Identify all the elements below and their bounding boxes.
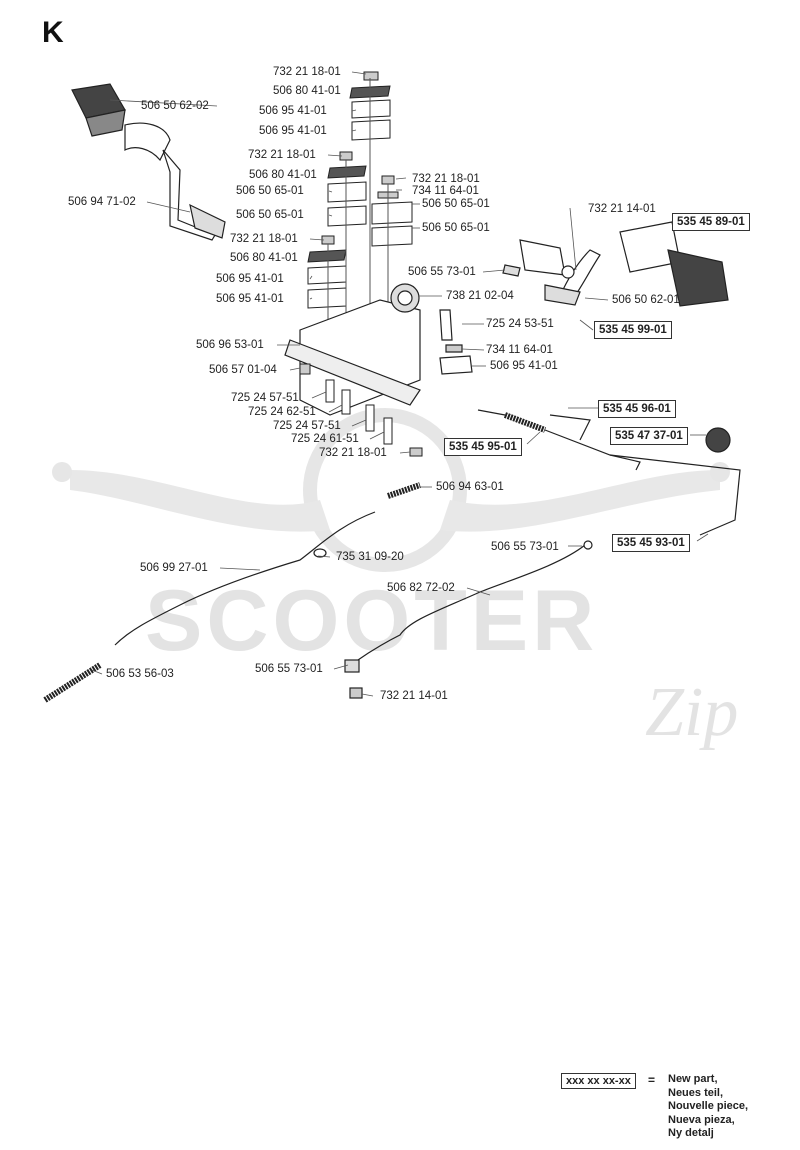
watermark-wing-left — [70, 470, 330, 532]
part-label[interactable]: 506 95 41-01 — [216, 293, 284, 305]
part-label[interactable]: 506 55 73-01 — [408, 266, 476, 278]
legend-text: New part, Neues teil, Nouvelle piece, Nu… — [668, 1073, 748, 1141]
part-label[interactable]: 725 24 57-51 — [231, 392, 299, 404]
part-label[interactable]: 725 24 53-51 — [486, 318, 554, 330]
watermark-brand: SCOOTER — [145, 573, 598, 669]
right-pedal — [502, 221, 729, 307]
part-label[interactable]: 732 21 18-01 — [319, 447, 387, 459]
legend-line-de: Neues teil, — [668, 1086, 724, 1099]
part-label[interactable]: 506 95 41-01 — [490, 360, 558, 372]
rod-assembly — [477, 409, 741, 536]
watermark-emblem — [303, 408, 467, 572]
watermark-wing-right — [440, 470, 720, 532]
part-label[interactable]: 732 21 18-01 — [230, 233, 298, 245]
new-part-label[interactable]: 535 45 93-01 — [612, 534, 690, 552]
watermark-script: Zip — [645, 674, 738, 751]
part-label[interactable]: 506 57 01-04 — [209, 364, 277, 376]
part-label[interactable]: 506 95 41-01 — [216, 273, 284, 285]
part-label[interactable]: 506 96 53-01 — [196, 339, 264, 351]
legend-line-fr: Nouvelle piece, — [668, 1100, 749, 1112]
part-label[interactable]: 734 11 64-01 — [486, 344, 553, 356]
part-label[interactable]: 506 55 73-01 — [255, 663, 323, 675]
new-part-label[interactable]: 535 47 37-01 — [610, 427, 688, 445]
part-label[interactable]: 506 50 65-01 — [422, 198, 490, 210]
cables — [43, 482, 593, 703]
part-label[interactable]: 506 82 72-02 — [387, 582, 455, 594]
bolts — [299, 363, 423, 457]
part-label[interactable]: 506 99 27-01 — [140, 562, 208, 574]
new-part-label[interactable]: 535 45 95-01 — [444, 438, 522, 456]
left-pedal — [71, 83, 226, 241]
legend-equals: = — [648, 1073, 656, 1087]
section-letter: K — [42, 16, 64, 49]
part-label[interactable]: 506 50 62-01 — [612, 294, 680, 306]
watermark-dot-left — [52, 462, 72, 482]
part-label[interactable]: 506 55 73-01 — [491, 541, 559, 553]
part-label[interactable]: 506 94 71-02 — [68, 196, 136, 208]
part-label[interactable]: 732 21 14-01 — [588, 203, 656, 215]
part-label[interactable]: 506 53 56-03 — [106, 668, 174, 680]
part-label[interactable]: 506 80 41-01 — [230, 252, 298, 264]
part-label[interactable]: 506 50 65-01 — [236, 209, 304, 221]
part-label[interactable]: 732 21 18-01 — [412, 173, 480, 185]
part-label[interactable]: 506 50 62-02 — [141, 100, 209, 112]
legend-new-part-box: xxx xx xx-xx — [561, 1073, 636, 1089]
legend-line-en: New part, — [668, 1073, 718, 1085]
watermark: SCOOTER Zip — [52, 408, 738, 751]
leader-lines — [91, 71, 709, 697]
part-label[interactable]: 506 95 41-01 — [259, 105, 327, 117]
part-label[interactable]: 506 95 41-01 — [259, 125, 327, 137]
legend-line-es: Nueva pieza, — [668, 1113, 735, 1126]
new-part-label[interactable]: 535 45 96-01 — [598, 400, 676, 418]
legend-line-sv: Ny detalj — [668, 1127, 714, 1139]
part-label[interactable]: 734 11 64-01 — [412, 185, 479, 197]
part-label[interactable]: 725 24 57-51 — [273, 420, 341, 432]
part-label[interactable]: 506 80 41-01 — [273, 85, 341, 97]
new-part-label[interactable]: 535 45 89-01 — [672, 213, 750, 231]
part-label[interactable]: 725 24 62-51 — [248, 406, 316, 418]
watermark-dot-right — [710, 462, 730, 482]
part-label[interactable]: 732 21 14-01 — [380, 690, 448, 702]
part-label[interactable]: 506 80 41-01 — [249, 169, 317, 181]
part-label[interactable]: 506 94 63-01 — [436, 481, 504, 493]
bracket-stack — [307, 71, 413, 340]
part-label[interactable]: 725 24 61-51 — [291, 433, 359, 445]
part-label[interactable]: 506 50 65-01 — [236, 185, 304, 197]
part-label[interactable]: 732 21 18-01 — [273, 66, 341, 78]
part-label[interactable]: 738 21 02-04 — [446, 290, 514, 302]
part-label[interactable]: 735 31 09-20 — [336, 551, 404, 563]
part-label[interactable]: 732 21 18-01 — [248, 149, 316, 161]
part-label[interactable]: 506 50 65-01 — [422, 222, 490, 234]
new-part-label[interactable]: 535 45 99-01 — [594, 321, 672, 339]
